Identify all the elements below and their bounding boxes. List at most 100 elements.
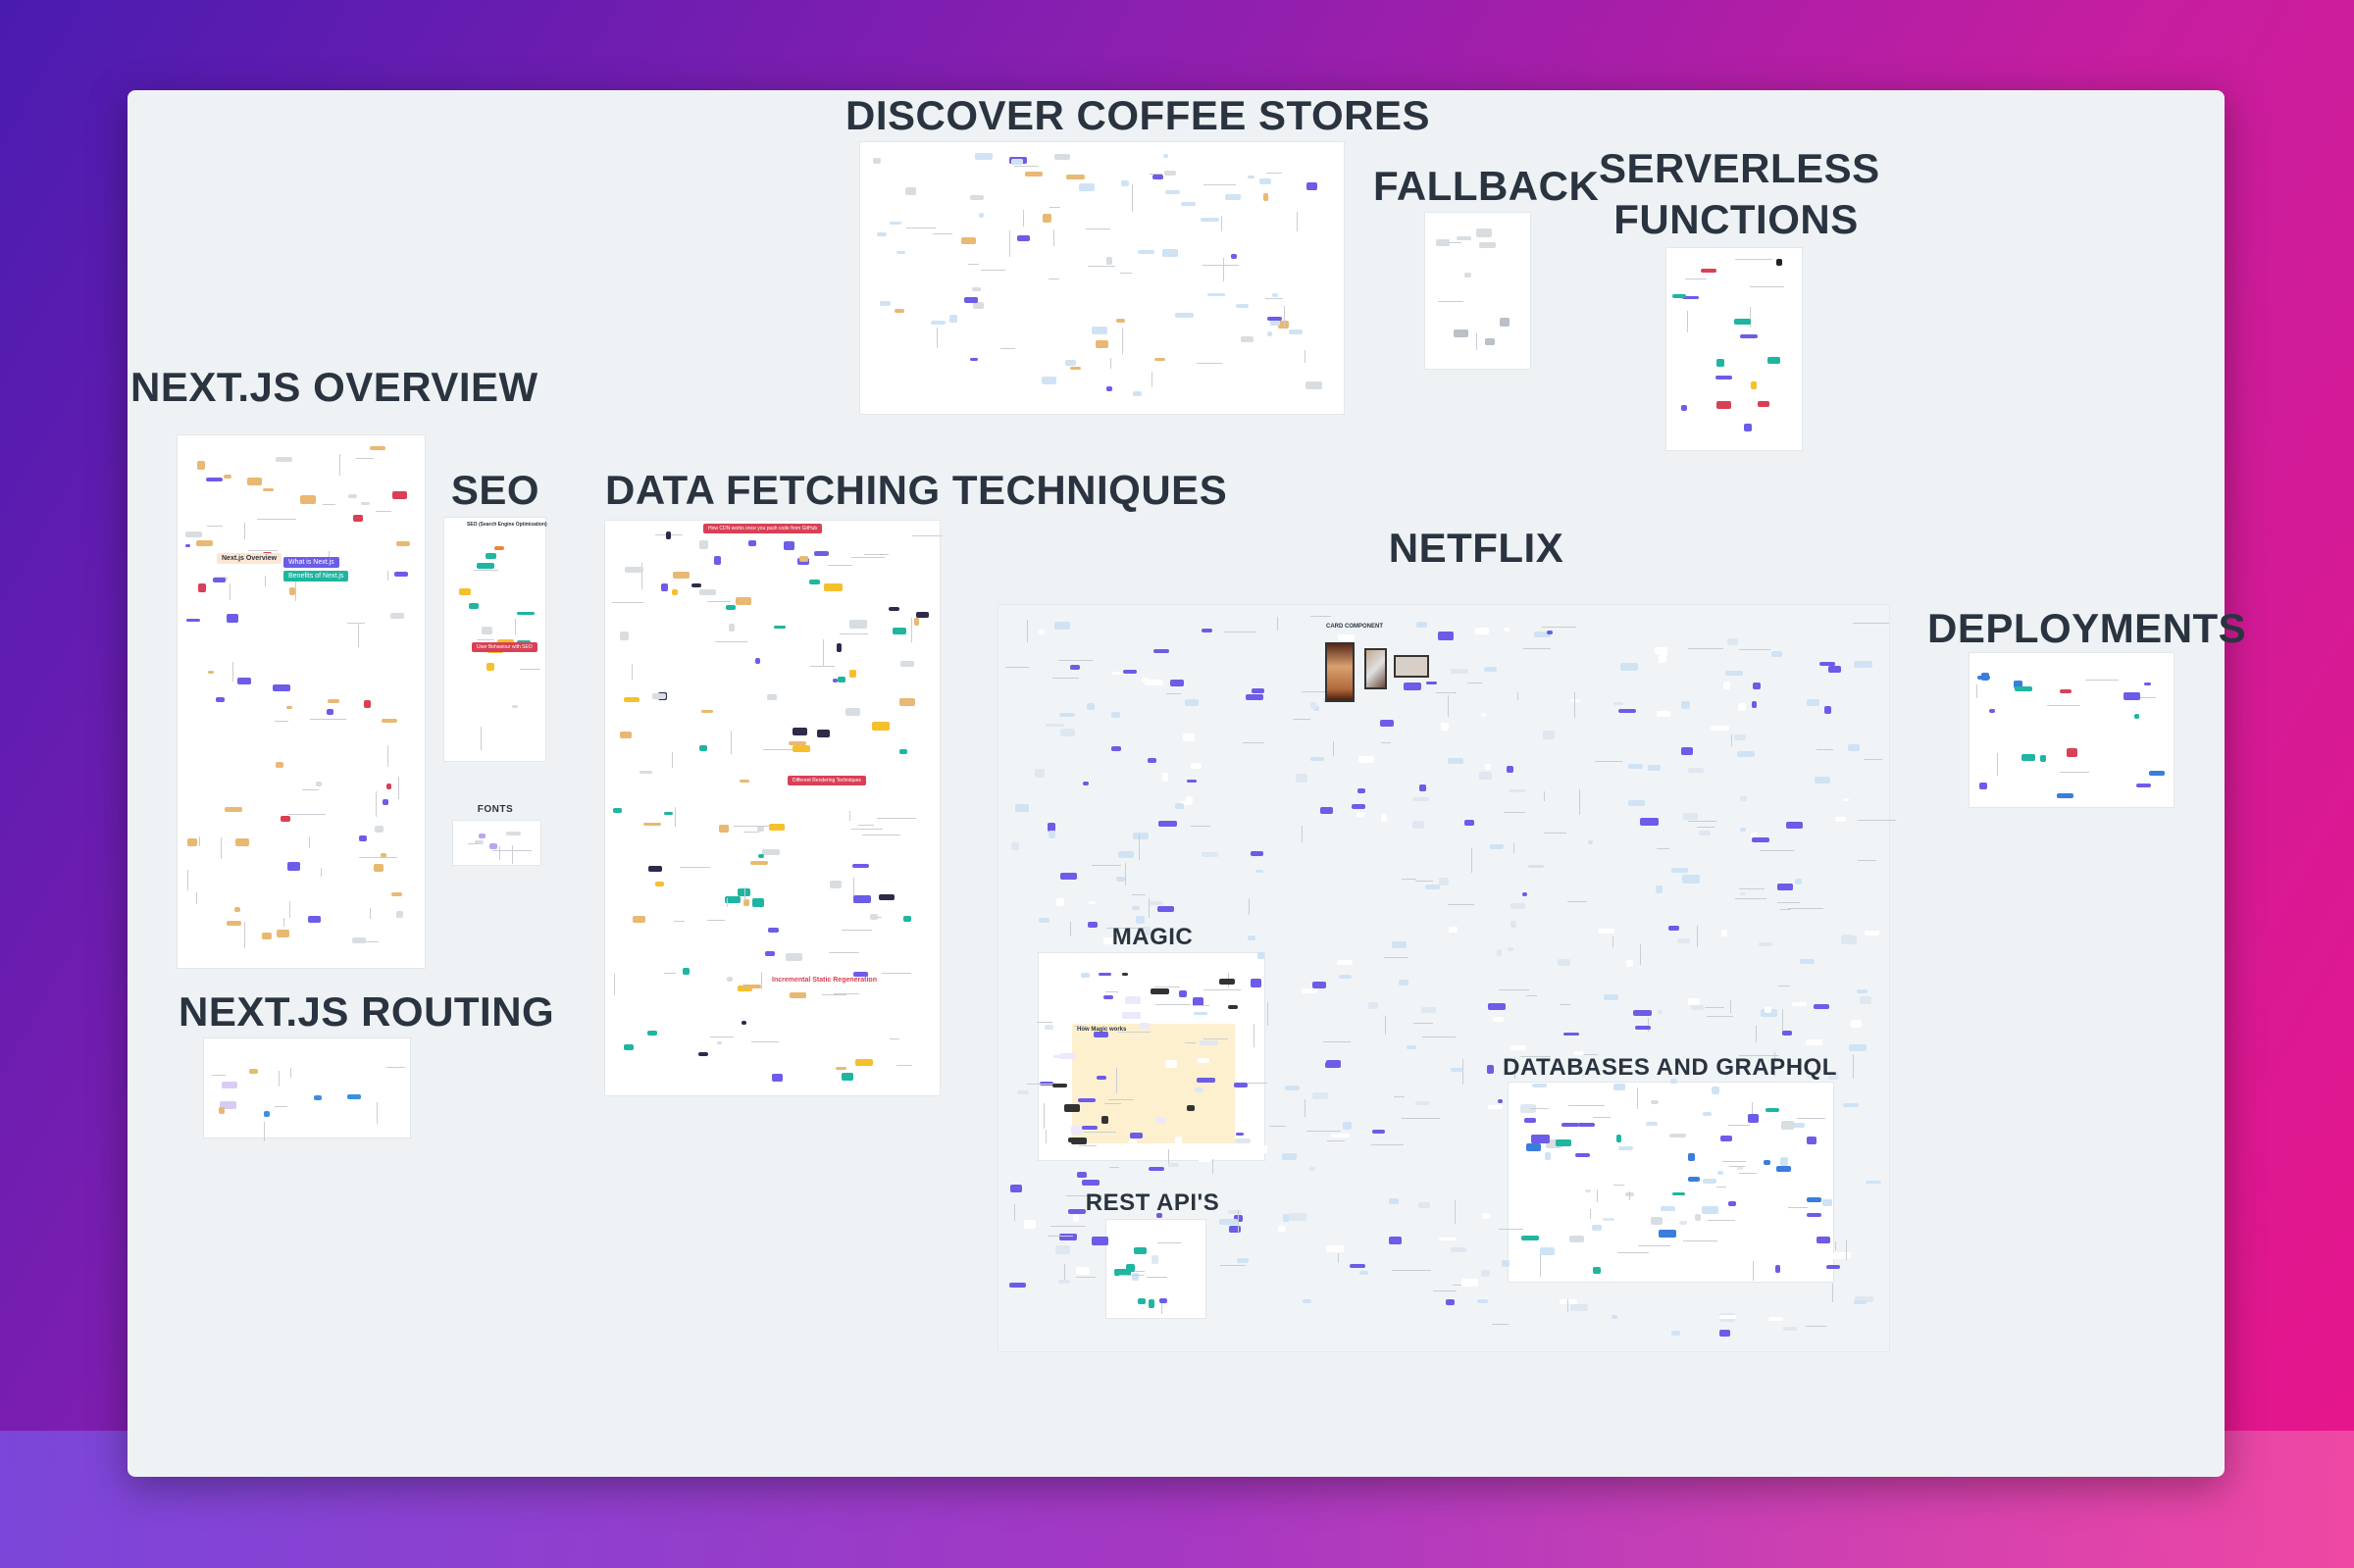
diagram-node — [1048, 823, 1055, 833]
board-nextjs-routing[interactable] — [204, 1038, 410, 1142]
diagram-node — [476, 563, 495, 569]
diagram-node — [793, 744, 810, 752]
diagram-node — [1480, 713, 1487, 717]
diagram-node — [1670, 867, 1688, 874]
connector-line — [1058, 660, 1094, 662]
diagram-node — [1682, 295, 1699, 300]
board-fonts[interactable] — [453, 821, 540, 865]
diagram-node — [1162, 153, 1169, 159]
diagram-node — [1158, 1298, 1168, 1303]
board-discover-coffee-stores[interactable] — [860, 142, 1344, 414]
diagram-node — [1096, 1075, 1107, 1081]
connector-line — [1000, 348, 1015, 349]
diagram-node — [639, 770, 653, 775]
diagram-node — [699, 589, 717, 595]
connector-line — [822, 639, 824, 668]
diagram-node — [1439, 877, 1449, 886]
diagram-node — [1099, 972, 1111, 977]
diagram-node — [771, 1073, 783, 1082]
diagram-node — [1150, 901, 1163, 906]
diagram-node — [1758, 400, 1769, 408]
diagram-node — [1154, 1118, 1166, 1124]
connector-line — [632, 664, 634, 680]
connector-line — [301, 789, 319, 791]
diagram-node — [1744, 1089, 1751, 1094]
diagram-node — [716, 1040, 723, 1044]
diagram-node — [1011, 159, 1024, 165]
connector-line — [1108, 1099, 1134, 1101]
board-magic[interactable]: How Magic works — [1039, 953, 1264, 1160]
connector-line — [322, 503, 336, 505]
board-serverless-functions[interactable] — [1666, 248, 1802, 450]
diagram-node — [888, 606, 900, 612]
diagram-node — [671, 589, 679, 596]
connector-line — [1567, 1105, 1606, 1107]
diagram-node — [1227, 1210, 1242, 1214]
diagram-node — [664, 811, 673, 816]
board-deployments[interactable] — [1970, 653, 2174, 807]
diagram-node — [196, 461, 205, 470]
board-data-fetching[interactable]: How CDN works once you push code from Gi… — [605, 521, 944, 1095]
diagram-node — [1186, 1105, 1195, 1112]
connector-line — [1730, 734, 1732, 746]
diagram-node — [1017, 234, 1031, 242]
diagram-node — [1077, 1172, 1088, 1179]
diagram-node — [1105, 385, 1112, 391]
connector-line — [1247, 1082, 1267, 1084]
diagram-node — [1613, 701, 1624, 705]
diagram-node — [1236, 1132, 1245, 1137]
diagram-node — [234, 838, 249, 846]
diagram-node — [1562, 1032, 1579, 1037]
diagram-node — [757, 825, 764, 833]
diagram-node — [1711, 726, 1729, 731]
connector-line — [1242, 742, 1265, 744]
board-nextjs-overview[interactable]: Next.js Overview What is Next.js Benefit… — [178, 435, 425, 968]
connector-line — [1168, 1148, 1170, 1167]
connector-line — [1697, 926, 1699, 947]
diagram-node — [1058, 1052, 1076, 1059]
connector-line — [1796, 1118, 1825, 1120]
diagram-node — [814, 551, 830, 557]
diagram-node — [2039, 755, 2047, 762]
diagram-node — [1740, 795, 1748, 801]
connector-line — [1806, 1325, 1827, 1327]
board-rest-apis[interactable] — [1106, 1220, 1205, 1318]
diagram-node — [1421, 1006, 1436, 1014]
diagram-node — [1651, 1099, 1659, 1104]
diagram-node — [347, 1094, 362, 1099]
connector-line — [1447, 695, 1449, 717]
connector-line — [1036, 1022, 1052, 1024]
connector-line — [1779, 909, 1791, 911]
diagram-node — [1313, 706, 1319, 711]
diagram-node — [1406, 1044, 1417, 1050]
connector-line — [828, 565, 853, 567]
diagram-node — [896, 250, 905, 254]
connector-line — [1760, 849, 1794, 851]
diagram-node — [1977, 676, 1991, 680]
diagram-node — [391, 491, 407, 499]
diagram-node — [742, 985, 761, 988]
board-seo[interactable]: SEO (Search Engine Optimization) User Be… — [444, 518, 547, 761]
connector-line — [385, 1066, 406, 1068]
connector-line — [936, 327, 938, 349]
connector-line — [358, 857, 397, 859]
diagram-node — [1728, 1201, 1736, 1207]
diagram-node — [1235, 1138, 1252, 1143]
connector-line — [1447, 904, 1474, 906]
connector-line — [1753, 1260, 1755, 1281]
diagram-node — [1319, 806, 1333, 815]
diagram-node — [1236, 304, 1249, 308]
connector-line — [1738, 1054, 1778, 1056]
diagram-node — [799, 555, 808, 563]
connector-line — [762, 748, 802, 750]
diagram-node — [1702, 1178, 1716, 1184]
connector-line — [1788, 907, 1824, 909]
board-fallback[interactable] — [1425, 213, 1530, 369]
connector-line — [1687, 647, 1723, 649]
diagram-node — [1777, 884, 1793, 890]
diagram-node — [275, 762, 284, 768]
connector-line — [1567, 1299, 1568, 1313]
diagram-node — [1738, 703, 1747, 712]
connector-line — [1105, 990, 1118, 992]
diagram-node — [1660, 1205, 1675, 1211]
